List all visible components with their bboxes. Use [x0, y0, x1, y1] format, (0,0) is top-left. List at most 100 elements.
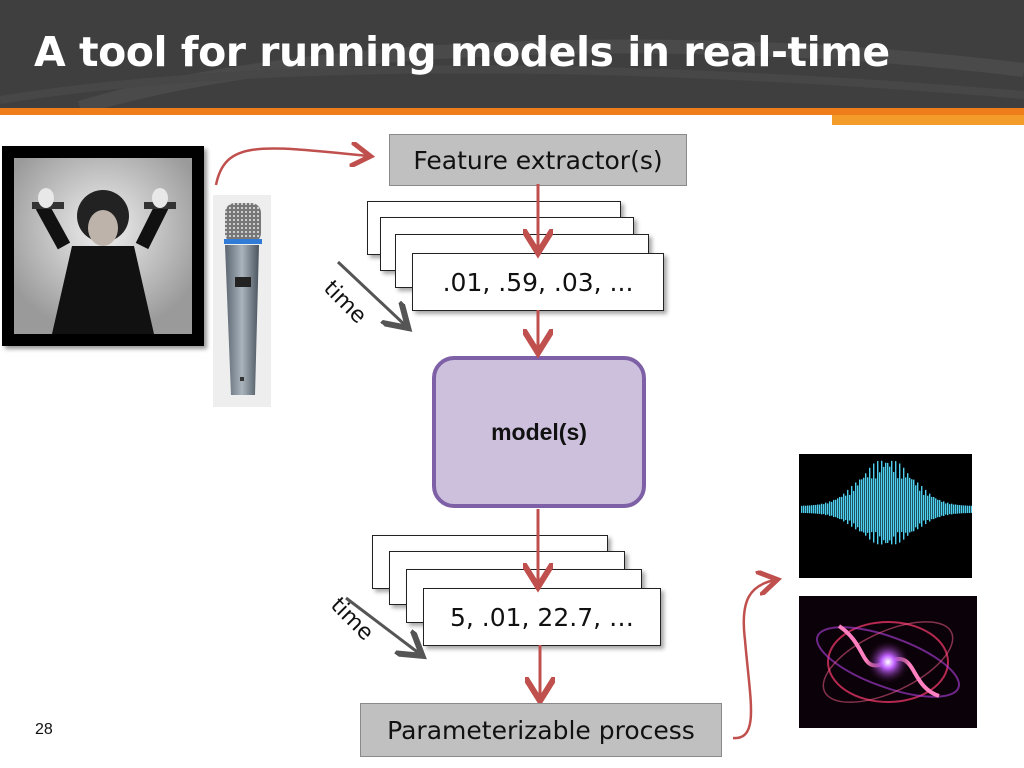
waveform-bar: [969, 506, 970, 513]
waveform-bar: [845, 496, 846, 520]
waveform-bar: [859, 480, 860, 532]
feature-extractor-box: Feature extractor(s): [389, 134, 687, 186]
parameterizable-process-label: Parameterizable process: [387, 716, 695, 745]
waveform-bar: [831, 502, 832, 516]
waveform-bar: [809, 505, 810, 513]
waveform-bar: [857, 485, 858, 527]
waveform-bar: [869, 468, 870, 540]
waveform-bar: [823, 504, 824, 514]
waveform-bar: [817, 504, 818, 513]
input-to-extractor-arrow: [216, 148, 368, 185]
waveform-bar: [849, 495, 850, 521]
waveform-bar: [911, 479, 912, 531]
waveform-bar: [885, 463, 886, 543]
waveform-bar: [893, 472, 894, 537]
waveform-bar: [855, 482, 856, 529]
waveform-bar: [953, 505, 954, 514]
waveform-bar: [851, 486, 852, 527]
output-vector-text: 5, .01, 22.7, …: [450, 603, 634, 632]
waveform-bar: [897, 478, 898, 532]
model-box: model(s): [432, 356, 646, 508]
waveform-bar: [963, 505, 964, 513]
waveform-bar: [879, 472, 880, 536]
waveform-bar: [905, 477, 906, 532]
waveform-bar: [937, 500, 938, 517]
waveform-bar: [935, 498, 936, 518]
waveform-bar: [941, 502, 942, 516]
waveform-bar: [921, 486, 922, 527]
waveform-bar: [939, 500, 940, 517]
waveform-bar: [957, 505, 958, 514]
waveform-bar: [925, 490, 926, 524]
waveform-bar: [901, 479, 902, 532]
waveform-bar: [835, 500, 836, 517]
waveform-bar: [949, 504, 950, 514]
waveform-bar: [881, 461, 882, 545]
waveform-bar: [883, 467, 884, 540]
waveform-bar: [843, 494, 844, 522]
waveform-bar: [929, 494, 930, 522]
waveform-bar: [955, 504, 956, 513]
page-number: 28: [35, 721, 53, 739]
waveform-bar: [915, 485, 916, 527]
abstract-swirl-visual: [799, 596, 977, 728]
waveform-bar: [833, 500, 834, 517]
model-label: model(s): [491, 419, 587, 446]
waveform-bar: [913, 480, 914, 532]
waveform-bar: [867, 477, 868, 533]
waveform-bar: [887, 463, 888, 543]
waveform-bar: [815, 505, 816, 514]
waveform-bar: [827, 503, 828, 514]
waveform-bar: [863, 478, 864, 533]
feature-extractor-label: Feature extractor(s): [413, 146, 662, 175]
waveform-bar: [919, 491, 920, 524]
waveform-bar: [873, 463, 874, 542]
waveform-bar: [865, 473, 866, 535]
waveform-bar: [847, 490, 848, 524]
waveform-bar: [829, 501, 830, 516]
feature-vector-card: .01, .59, .03, ...: [412, 253, 664, 311]
waveform-bar: [807, 505, 808, 513]
waveform-bar: [899, 463, 900, 542]
output-vector-card: 5, .01, 22.7, …: [423, 588, 661, 646]
waveform-bar: [927, 496, 928, 520]
waveform-bar: [943, 501, 944, 516]
waveform-bar: [903, 468, 904, 540]
waveform-bar: [875, 478, 876, 532]
waveform-bar: [839, 497, 840, 519]
waveform-bar: [923, 495, 924, 521]
waveform-bar: [891, 461, 892, 544]
waveform-bar: [931, 497, 932, 519]
waveform-bar: [961, 505, 962, 513]
waveform-bar: [813, 505, 814, 513]
waveform-bar: [889, 467, 890, 541]
waveform-bar: [803, 506, 804, 513]
waveform-bar: [805, 506, 806, 513]
waveform-bar: [801, 506, 802, 513]
waveform-bar: [971, 506, 972, 513]
process-to-output-arrow: [733, 580, 775, 738]
waveform-bar: [917, 482, 918, 529]
waveform-bar: [965, 505, 966, 513]
waveform-visualization: [799, 454, 972, 578]
parameterizable-process-box: Parameterizable process: [360, 703, 722, 757]
waveform-bar: [895, 461, 896, 544]
waveform-bar: [841, 497, 842, 519]
waveform-bar: [967, 506, 968, 513]
waveform-bar: [837, 498, 838, 518]
waveform-bar: [945, 503, 946, 514]
waveform-bar: [877, 461, 878, 544]
waveform-bar: [933, 497, 934, 519]
waveform-bar: [821, 504, 822, 515]
waveform-bar: [907, 473, 908, 536]
waveform-bar: [871, 478, 872, 532]
waveform-bar: [951, 504, 952, 515]
waveform-bar: [959, 505, 960, 513]
waveform-bar: [861, 479, 862, 531]
waveform-bar: [909, 478, 910, 533]
waveform-bar: [947, 503, 948, 516]
feature-vector-text: .01, .59, .03, ...: [443, 268, 634, 297]
waveform-bar: [819, 505, 820, 514]
waveform-bar: [853, 491, 854, 524]
waveform-bar: [825, 503, 826, 516]
